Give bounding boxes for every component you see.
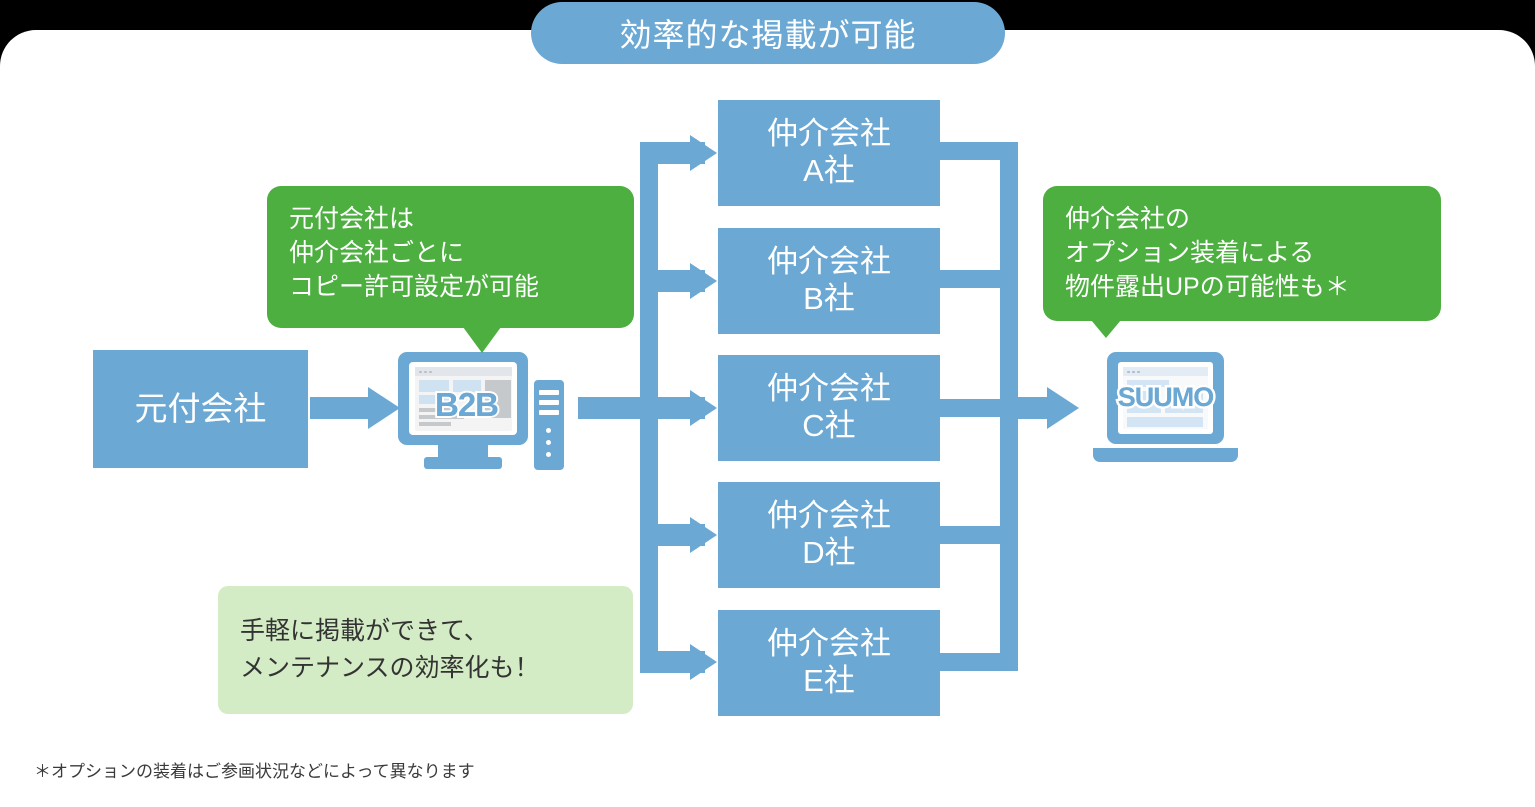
benefit-note-line1: 手軽に掲載ができて、 — [240, 617, 489, 645]
computer-tower — [534, 380, 564, 470]
suumo-laptop-icon: SUUMO SUUMO — [1093, 352, 1238, 464]
connector-b2b-trunk — [578, 397, 648, 419]
callout-right-tail — [1091, 320, 1121, 338]
browser-dot-icon — [1127, 370, 1130, 373]
agency-box-line1: 仲介会社 — [767, 371, 891, 407]
source-company-box: 元付会社 — [93, 350, 308, 468]
branch-arrowhead-agency-d — [690, 517, 717, 553]
content-block — [419, 395, 449, 404]
branch-arrowhead-agency-e — [690, 644, 717, 680]
browser-titlebar — [1123, 367, 1208, 376]
agency-box-line1: 仲介会社 — [767, 244, 891, 280]
browser-titlebar — [415, 367, 512, 376]
content-block — [1127, 380, 1169, 387]
branch-shaft-agency-e — [640, 651, 705, 673]
connector-merge-to-suumo-arrowhead — [1047, 387, 1079, 429]
content-block — [419, 408, 464, 412]
callout-left-line2: 仲介会社ごとに — [289, 239, 465, 267]
title-banner-label: 効率的な掲載が可能 — [619, 17, 917, 53]
content-block — [1127, 391, 1161, 413]
suumo-screen-label: SUUMO — [1117, 382, 1215, 412]
callout-right-line1: 仲介会社の — [1065, 205, 1191, 233]
content-block — [419, 422, 451, 426]
tower-slot — [539, 400, 559, 405]
content-block — [419, 380, 449, 392]
merge-shaft-agency-a — [940, 142, 1018, 160]
b2b-screen-label-outline: B2B — [433, 384, 501, 425]
tower-led-icon — [546, 452, 551, 457]
monitor-body: B2B B2B — [398, 352, 528, 445]
agency-box-c: 仲介会社 C社 — [718, 355, 940, 461]
content-block — [419, 415, 464, 419]
browser-dot-icon — [424, 370, 427, 373]
branch-shaft-agency-d — [640, 524, 705, 546]
benefit-note-line2: メンテナンスの効率化も！ — [240, 654, 540, 682]
callout-right-line3: 物件露出UPの可能性も＊ — [1065, 273, 1350, 301]
merge-shaft-agency-e — [940, 653, 1018, 671]
browser-dot-icon — [1132, 370, 1135, 373]
laptop-base — [1093, 448, 1238, 462]
browser-dot-icon — [429, 370, 432, 373]
merge-shaft-agency-d — [940, 526, 1018, 544]
tower-slot — [539, 410, 559, 415]
browser-window — [1123, 367, 1208, 429]
monitor-foot — [424, 457, 502, 469]
b2b-desktop-icon: B2B B2B — [398, 352, 578, 470]
content-block — [453, 380, 481, 392]
agency-box-a: 仲介会社 A社 — [718, 100, 940, 206]
agency-box-e: 仲介会社 E社 — [718, 610, 940, 716]
branch-arrowhead-agency-b — [690, 263, 717, 299]
connector-merge-to-suumo-shaft — [1000, 397, 1062, 419]
branch-shaft-agency-b — [640, 270, 705, 292]
agency-box-line2: B社 — [803, 281, 855, 316]
source-company-label: 元付会社 — [134, 389, 267, 427]
agency-box-line2: C社 — [802, 408, 856, 443]
agency-box-line1: 仲介会社 — [767, 626, 891, 662]
agency-box-line2: D社 — [802, 535, 856, 570]
merge-shaft-agency-c — [940, 399, 1018, 417]
footnote: ＊オプションの装着はご参画状況などによって異なります — [34, 762, 475, 781]
merge-shaft-agency-b — [940, 270, 1018, 288]
laptop-lid — [1107, 352, 1224, 444]
browser-window — [415, 367, 512, 431]
agency-box-line2: E社 — [803, 663, 855, 698]
content-block — [485, 380, 511, 418]
callout-left-tail — [463, 327, 501, 353]
tower-slot — [539, 390, 559, 395]
agency-box-b: 仲介会社 B社 — [718, 228, 940, 334]
benefit-note-box: 手軽に掲載ができて、 メンテナンスの効率化も！ — [218, 586, 633, 714]
monitor-stand — [438, 445, 488, 457]
browser-dot-icon — [1137, 370, 1140, 373]
connector-source-to-b2b-arrowhead — [368, 387, 400, 429]
agency-box-d: 仲介会社 D社 — [718, 482, 940, 588]
b2b-screen-label: B2B — [435, 386, 499, 423]
branch-shaft-agency-c — [640, 397, 705, 419]
connector-source-to-b2b-shaft — [310, 397, 372, 419]
branch-shaft-agency-a — [640, 142, 705, 164]
callout-left-line1: 元付会社は — [289, 205, 415, 233]
agency-box-line1: 仲介会社 — [767, 498, 891, 534]
content-block — [1165, 391, 1203, 413]
agency-box-line1: 仲介会社 — [767, 116, 891, 152]
browser-dot-icon — [419, 370, 422, 373]
suumo-screen-label-outline: SUUMO — [1115, 380, 1217, 415]
callout-right-line2: オプション装着による — [1065, 239, 1315, 267]
agency-box-line2: A社 — [803, 153, 855, 188]
content-block — [1127, 417, 1203, 427]
branch-arrowhead-agency-c — [690, 390, 717, 426]
branch-arrowhead-agency-a — [690, 135, 717, 171]
monitor-screen: B2B B2B — [409, 362, 517, 435]
callout-left-line3: コピー許可設定が可能 — [289, 273, 540, 301]
tower-led-icon — [546, 440, 551, 445]
tower-led-icon — [546, 428, 551, 433]
callout-left: 元付会社は 仲介会社ごとに コピー許可設定が可能 — [267, 186, 634, 353]
callout-right: 仲介会社の オプション装着による 物件露出UPの可能性も＊ — [1043, 186, 1441, 338]
title-banner: 効率的な掲載が可能 — [531, 2, 1005, 64]
laptop-screen — [1118, 362, 1213, 434]
